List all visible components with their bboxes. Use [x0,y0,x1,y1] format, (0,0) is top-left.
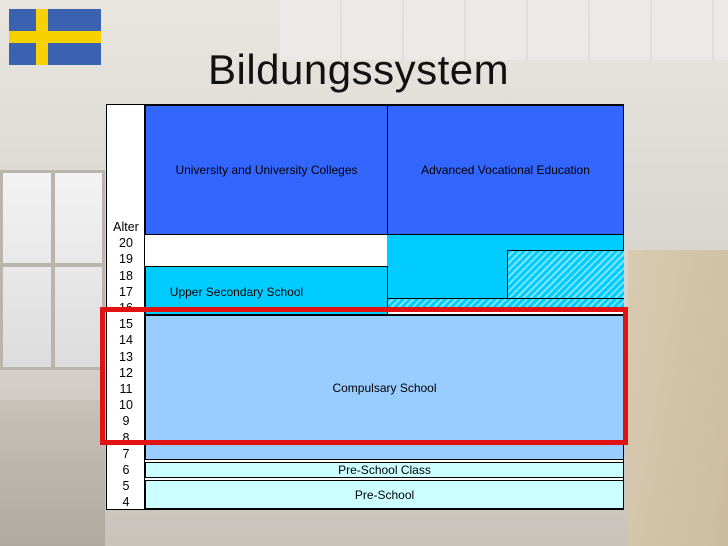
pre-school-label: Pre-School [355,488,414,502]
advanced-vocational-block: Advanced Vocational Education [387,105,624,235]
age-label: 19 [107,251,145,267]
axis-label: Alter [107,219,145,235]
background-window [0,170,105,370]
advanced-vocational-label: Advanced Vocational Education [421,163,590,177]
background-door [628,250,728,546]
pre-school-class-block: Pre-School Class [145,462,624,478]
pre-school-class-label: Pre-School Class [338,463,431,477]
age-label: 6 [107,462,145,478]
background-desk [0,400,105,546]
pre-school-block: Pre-School [145,480,624,509]
compulsory-school-highlight-frame [100,307,628,445]
age-label: 7 [107,446,145,462]
age-label: 20 [107,235,145,251]
age-label: 4 [107,494,145,510]
flag-cross-horizontal [9,31,101,43]
flag-cross-vertical [36,9,48,65]
university-block: University and University Colleges [145,105,388,235]
swedish-flag-icon [9,9,101,65]
age-label: 18 [107,268,145,284]
age-label: 17 [107,284,145,300]
upper-secondary-label: Upper Secondary School [170,285,303,299]
university-label: University and University Colleges [175,163,357,177]
slide-title: Bildungssystem [208,46,509,94]
age-label: 5 [107,478,145,494]
